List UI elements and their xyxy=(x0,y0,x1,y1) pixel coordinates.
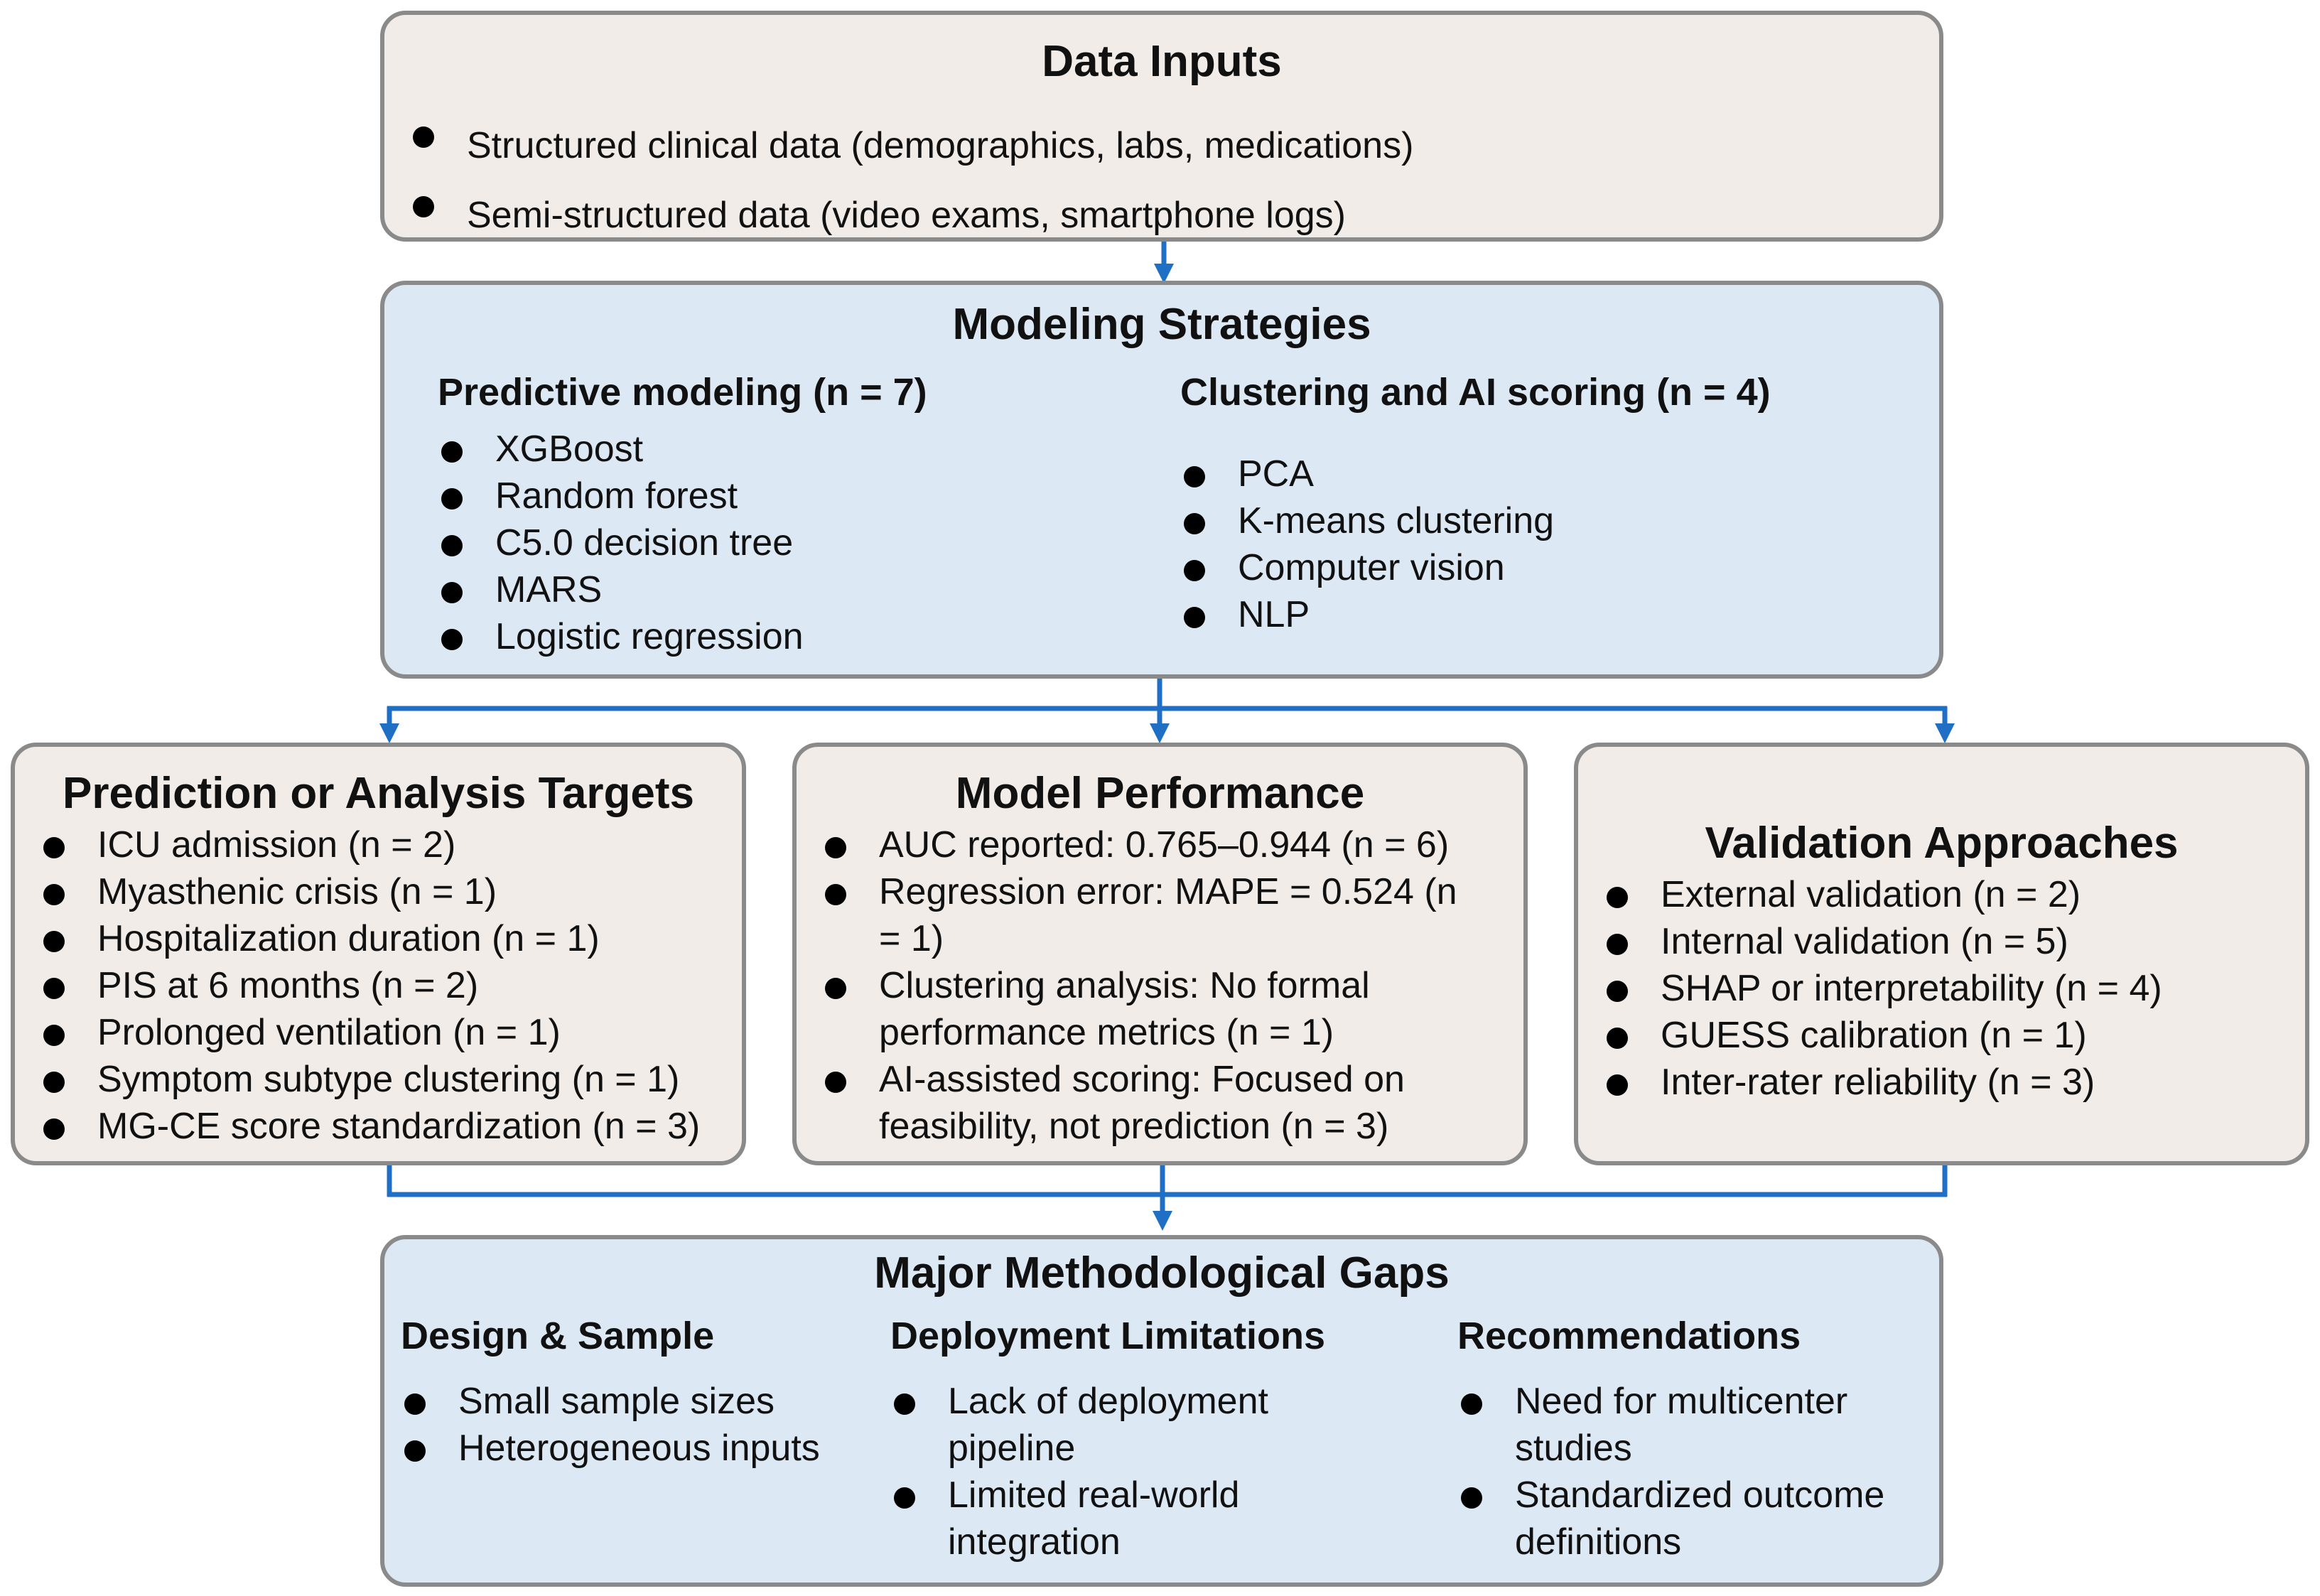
model-performance-box: Model Performance AUC reported: 0.765–0.… xyxy=(792,743,1528,1165)
list-item: Computer vision xyxy=(1184,544,1554,591)
list-item: AUC reported: 0.765–0.944 (n = 6) xyxy=(825,821,1486,868)
list-item: PCA xyxy=(1184,451,1554,497)
list-item: XGBoost xyxy=(441,426,804,473)
list-item: Internal validation (n = 5) xyxy=(1607,918,2162,965)
list-item: PIS at 6 months (n = 2) xyxy=(43,962,700,1009)
recommendations-title: Recommendations xyxy=(1457,1315,1801,1357)
model-performance-list: AUC reported: 0.765–0.944 (n = 6) Regres… xyxy=(825,821,1486,1150)
deployment-limitations-title: Deployment Limitations xyxy=(890,1315,1326,1357)
list-item: MG-CE score standardization (n = 3) xyxy=(43,1103,700,1150)
list-item: Standardized outcome definitions xyxy=(1461,1472,1901,1565)
clustering-ai-list: PCA K-means clustering Computer vision N… xyxy=(1184,451,1554,638)
validation-approaches-title: Validation Approaches xyxy=(1705,819,2179,868)
list-item: AI-assisted scoring: Focused on feasibil… xyxy=(825,1056,1486,1150)
predictive-modeling-list: XGBoost Random forest C5.0 decision tree… xyxy=(441,426,804,660)
list-item: Prolonged ventilation (n = 1) xyxy=(43,1009,700,1056)
data-inputs-list: Structured clinical data (demographics, … xyxy=(413,111,1413,250)
data-inputs-title: Data Inputs xyxy=(1042,37,1282,86)
list-item: Symptom subtype clustering (n = 1) xyxy=(43,1056,700,1103)
predictive-modeling-title: Predictive modeling (n = 7) xyxy=(438,371,927,414)
list-item: Need for multicenter studies xyxy=(1461,1378,1901,1472)
list-item: Lack of deployment pipeline xyxy=(894,1378,1292,1472)
list-item: ICU admission (n = 2) xyxy=(43,821,700,868)
list-item: NLP xyxy=(1184,591,1554,638)
clustering-ai-title: Clustering and AI scoring (n = 4) xyxy=(1180,371,1771,414)
recommendations-list: Need for multicenter studies Standardize… xyxy=(1461,1378,1901,1565)
list-item: External validation (n = 2) xyxy=(1607,871,2162,918)
list-item: Inter-rater reliability (n = 3) xyxy=(1607,1059,2162,1106)
list-item: SHAP or interpretability (n = 4) xyxy=(1607,965,2162,1012)
list-item: Hospitalization duration (n = 1) xyxy=(43,915,700,962)
methodological-gaps-box: Major Methodological Gaps Design & Sampl… xyxy=(380,1235,1943,1587)
list-item: Myasthenic crisis (n = 1) xyxy=(43,868,700,915)
data-inputs-box: Data Inputs Structured clinical data (de… xyxy=(380,11,1943,242)
design-sample-list: Small sample sizes Heterogeneous inputs xyxy=(404,1378,859,1472)
prediction-targets-title: Prediction or Analysis Targets xyxy=(63,769,694,818)
list-item: Clustering analysis: No formal performan… xyxy=(825,962,1486,1056)
prediction-targets-box: Prediction or Analysis Targets ICU admis… xyxy=(11,743,746,1165)
methodological-gaps-title: Major Methodological Gaps xyxy=(874,1249,1450,1298)
list-item: Small sample sizes xyxy=(404,1378,859,1425)
list-item: Heterogeneous inputs xyxy=(404,1425,859,1472)
design-sample-title: Design & Sample xyxy=(401,1315,715,1357)
list-item: Semi-structured data (video exams, smart… xyxy=(413,180,1413,250)
list-item: C5.0 decision tree xyxy=(441,519,804,566)
list-item: Structured clinical data (demographics, … xyxy=(413,111,1413,180)
list-item: MARS xyxy=(441,566,804,613)
list-item: Regression error: MAPE = 0.524 (n = 1) xyxy=(825,868,1486,962)
deployment-limitations-list: Lack of deployment pipeline Limited real… xyxy=(894,1378,1292,1565)
list-item: Random forest xyxy=(441,473,804,519)
validation-approaches-list: External validation (n = 2) Internal val… xyxy=(1607,871,2162,1106)
list-item: Logistic regression xyxy=(441,613,804,660)
modeling-strategies-box: Modeling Strategies Predictive modeling … xyxy=(380,281,1943,679)
modeling-strategies-title: Modeling Strategies xyxy=(952,300,1371,349)
list-item: GUESS calibration (n = 1) xyxy=(1607,1012,2162,1059)
model-performance-title: Model Performance xyxy=(955,769,1365,818)
validation-approaches-box: Validation Approaches External validatio… xyxy=(1574,743,2309,1165)
list-item: K-means clustering xyxy=(1184,497,1554,544)
list-item: Limited real-world integration xyxy=(894,1472,1292,1565)
prediction-targets-list: ICU admission (n = 2) Myasthenic crisis … xyxy=(43,821,700,1150)
